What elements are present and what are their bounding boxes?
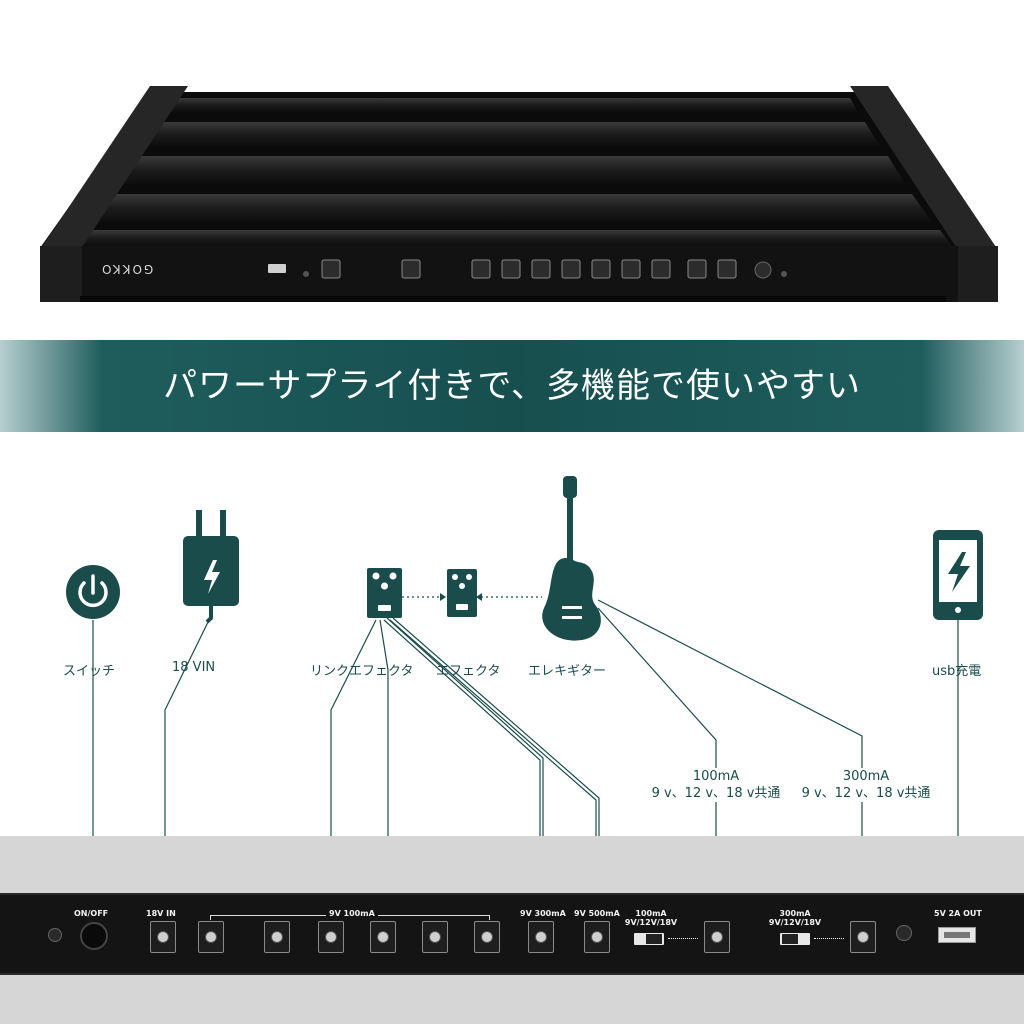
out-jack-4[interactable] <box>370 921 396 953</box>
sel-100-voltages: 9V/12V/18V <box>624 918 678 927</box>
smartphone-charge-icon <box>933 530 983 620</box>
on-off-label: ON/OFF <box>74 909 109 918</box>
out-jack-9v-500[interactable] <box>584 921 610 953</box>
voltage-switch-300[interactable] <box>780 933 810 945</box>
spec-300ma-current: 300mA <box>842 769 890 784</box>
out-9v-500-label: 9V 500mA <box>574 909 620 918</box>
arrow-100 <box>668 938 698 939</box>
plug-icon <box>183 510 239 624</box>
vin-port-label: 18V IN <box>146 909 176 918</box>
effector-icon <box>447 569 477 617</box>
vin-jack[interactable] <box>150 921 176 953</box>
power-panel: ON/OFF 18V IN 9V 100mA 9V 300mA 9V 500mA… <box>0 893 1024 975</box>
switch-label: スイッチ <box>63 664 116 679</box>
sel-300-voltages: 9V/12V/18V <box>768 918 822 927</box>
usb-charge-label: usb充電 <box>932 664 982 679</box>
out-jack-6[interactable] <box>474 921 500 953</box>
out-9v-300-label: 9V 300mA <box>520 909 566 918</box>
sel-100-current: 100mA <box>635 909 667 918</box>
spec-300ma-voltages: 9 v、12 v、18 v共通 <box>801 786 931 801</box>
spec-100ma-voltages: 9 v、12 v、18 v共通 <box>651 786 781 801</box>
out-jack-1[interactable] <box>198 921 224 953</box>
out-jack-2[interactable] <box>264 921 290 953</box>
usb-port[interactable] <box>938 927 976 943</box>
headline-text: パワーサプライ付きで、多機能で使いやすい <box>163 366 861 406</box>
spec-300ma: 300mA 9 v、12 v、18 v共通 <box>790 768 942 802</box>
link-effector-icon <box>367 568 402 618</box>
spec-100ma-current: 100mA <box>692 769 740 784</box>
guitar-label: エレキギター <box>528 664 607 679</box>
sel-100-label: 100mA 9V/12V/18V <box>622 909 680 927</box>
sel-300-label: 300mA 9V/12V/18V <box>766 909 824 927</box>
sel-300-current: 300mA <box>779 909 811 918</box>
out-jack-3[interactable] <box>318 921 344 953</box>
vin-label: 18 VIN <box>172 660 216 675</box>
group-9v-100-label: 9V 100mA <box>326 909 378 918</box>
voltage-switch-100[interactable] <box>634 933 664 945</box>
link-effector-label: リンクエフェクタ <box>310 664 414 679</box>
pedalboard-photo <box>40 86 998 302</box>
out-jack-9v-300[interactable] <box>528 921 554 953</box>
headline-banner: パワーサプライ付きで、多機能で使いやすい <box>0 340 1024 432</box>
spec-100ma: 100mA 9 v、12 v、18 v共通 <box>640 768 792 802</box>
screw-left-icon <box>48 928 62 942</box>
out-jack-5[interactable] <box>422 921 448 953</box>
on-off-button[interactable] <box>80 922 108 950</box>
brand-logo: GOKKO <box>100 262 154 276</box>
screw-right-icon <box>896 925 912 941</box>
effector-label: エフェクタ <box>436 664 501 679</box>
electric-guitar-icon <box>542 476 601 641</box>
power-icon <box>66 565 120 619</box>
usb-out-label: 5V 2A OUT <box>934 909 982 918</box>
arrow-300 <box>814 938 844 939</box>
out-jack-300[interactable] <box>850 921 876 953</box>
out-jack-100[interactable] <box>704 921 730 953</box>
